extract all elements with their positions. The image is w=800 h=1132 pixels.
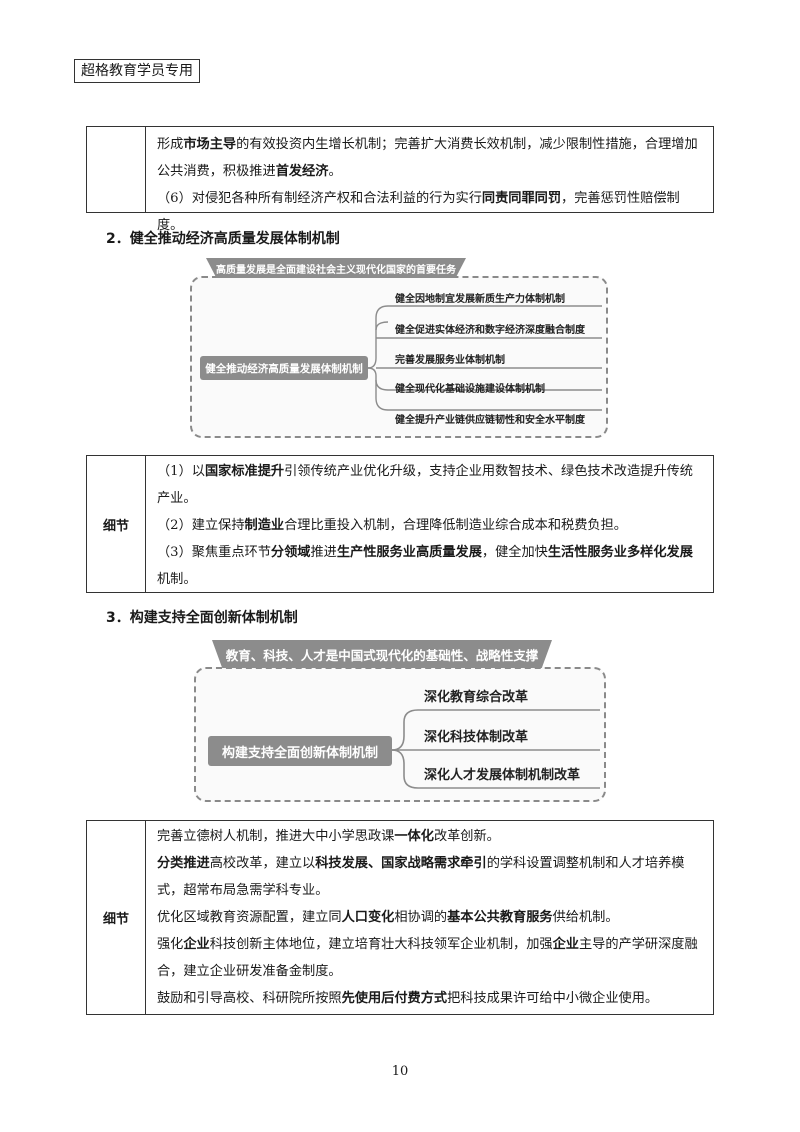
paragraph: 强化企业科技创新主体地位，建立培育壮大科技领军企业机制，加强企业主导的产学研深度… [157, 931, 703, 985]
paragraph: （6）对侵犯各种所有制经济产权和合法利益的行为实行同责同罪同罚，完善惩罚性赔偿制… [157, 185, 703, 239]
paragraph: 优化区域教育资源配置，建立同人口变化相协调的基本公共教育服务供给机制。 [157, 904, 703, 931]
text-run: 改革创新。 [433, 829, 500, 844]
bold-text: 人口变化 [341, 910, 395, 925]
detail-box-1: 形成市场主导的有效投资内生增长机制；完善扩大消费长效机制，减少限制性措施，合理增… [86, 126, 714, 233]
detail-box-2: 细节 （1）以国家标准提升引领传统产业优化升级，支持企业用数智技术、绿色技术改造… [86, 455, 714, 593]
detail-box-3-label: 细节 [87, 821, 146, 1014]
page-number: 10 [391, 1064, 409, 1079]
paragraph: （3）聚焦重点环节分领域推进生产性服务业高质量发展，健全加快生活性服务业多样化发… [157, 539, 703, 593]
bold-text: 生产性服务业高质量发展 [336, 545, 482, 560]
bold-text: 市场主导 [183, 137, 237, 152]
mindmap-2-banner: 教育、科技、人才是中国式现代化的基础性、战略性支撑 [212, 640, 552, 668]
bold-text: 先使用后付费方式 [341, 991, 448, 1006]
text-run: 主导的产学研深度融合，建立企业研发准备金制度。 [157, 937, 698, 979]
text-run: （2）建立保持 [157, 518, 245, 533]
detail-box-3-text: 完善立德树人机制，推进大中小学思政课一体化改革创新。分类推进高校改革，建立以科技… [157, 823, 703, 1012]
text-run: 形成 [157, 137, 184, 152]
bold-text: 同责同罪同罚 [481, 191, 562, 206]
mindmap-2-center: 构建支持全面创新体制机制 [208, 736, 392, 766]
mindmap-2: 教育、科技、人才是中国式现代化的基础性、战略性支撑 构建支持全面创新体制机制 深… [194, 640, 608, 804]
bold-text: 国家标准提升 [204, 464, 285, 479]
detail-box-1-text: 形成市场主导的有效投资内生增长机制；完善扩大消费长效机制，减少限制性措施，合理增… [157, 131, 703, 239]
section-3-title: 3．构建支持全面创新体制机制 [106, 610, 298, 626]
bold-text: 生活性服务业多样化发展 [547, 545, 693, 560]
paragraph: 分类推进高校改革，建立以科技发展、国家战略需求牵引的学科设置调整机制和人才培养模… [157, 850, 703, 904]
mindmap-2-connectors [391, 709, 600, 789]
bold-text: 分领域 [270, 545, 311, 560]
mindmap-1-banner: 高质量发展是全面建设社会主义现代化国家的首要任务 [206, 258, 466, 278]
text-run: ，完善惩罚性赔偿制度。 [157, 191, 680, 233]
text-run: 强化 [157, 937, 184, 952]
detail-box-2-text: （1）以国家标准提升引领传统产业优化升级，支持企业用数智技术、绿色技术改造提升传… [157, 458, 703, 593]
text-run: （3）聚焦重点环节 [157, 545, 271, 560]
paragraph: 鼓励和引导高校、科研院所按照先使用后付费方式把科技成果许可给中小微企业使用。 [157, 985, 703, 1012]
paragraph: 形成市场主导的有效投资内生增长机制；完善扩大消费长效机制，减少限制性措施，合理增… [157, 131, 703, 185]
text-run: 优化区域教育资源配置，建立同 [157, 910, 342, 925]
mindmap-2-branch-1: 深化教育综合改革 [424, 690, 529, 705]
detail-box-2-label: 细节 [87, 456, 146, 592]
mindmap-2-branch-2: 深化科技体制改革 [424, 730, 529, 745]
header-tag: 超格教育学员专用 [74, 59, 200, 83]
text-run: 把科技成果许可给中小微企业使用。 [447, 991, 659, 1006]
text-run: 。 [328, 164, 342, 179]
text-run: 科技创新主体地位，建立培育壮大科技领军企业机制，加强 [209, 937, 553, 952]
mindmap-1-branch-2: 健全促进实体经济和数字经济深度融合制度 [395, 325, 585, 336]
bold-text: 企业 [183, 937, 210, 952]
text-run: 推进 [310, 545, 337, 560]
text-run: ，健全加快 [481, 545, 548, 560]
mindmap-1-branch-3: 完善发展服务业体制机制 [395, 355, 505, 366]
text-run: 的学科设置调整机制和人才培养模式，超常布局急需学科专业。 [157, 856, 685, 898]
text-run: 引领传统产业优化升级，支持企业用数智技术、绿色技术改造提升传统产业。 [157, 464, 693, 506]
paragraph: 完善立德树人机制，推进大中小学思政课一体化改革创新。 [157, 823, 703, 850]
bold-text: 制造业 [244, 518, 285, 533]
bold-text: 科技发展、国家战略需求牵引 [315, 856, 487, 871]
text-run: 鼓励和引导高校、科研院所按照 [157, 991, 342, 1006]
bold-text: 基本公共教育服务 [447, 910, 553, 925]
section-2-title: 2．健全推动经济高质量发展体制机制 [106, 231, 340, 247]
text-run: 合理比重投入机制，合理降低制造业综合成本和税费负担。 [284, 518, 627, 533]
text-run: 机制。 [157, 572, 197, 587]
bold-text: 首发经济 [275, 164, 329, 179]
paragraph: （2）建立保持制造业合理比重投入机制，合理降低制造业综合成本和税费负担。 [157, 512, 703, 539]
mindmap-2-frame [194, 667, 606, 802]
mindmap-2-branch-3: 深化人才发展体制机制改革 [424, 768, 581, 783]
mindmap-1-center: 健全推动经济高质量发展体制机制 [200, 356, 368, 380]
detail-box-1-label [87, 127, 146, 212]
text-run: 高校改革，建立以 [209, 856, 316, 871]
mindmap-1-branch-1: 健全因地制宜发展新质生产力体制机制 [395, 294, 565, 305]
text-run: 的有效投资内生增长机制；完善扩大消费长效机制，减少限制性措施，合理增加公共消费，… [157, 137, 698, 179]
bold-text: 企业 [552, 937, 579, 952]
text-run: 完善立德树人机制，推进大中小学思政课 [157, 829, 395, 844]
text-run: （6）对侵犯各种所有制经济产权和合法利益的行为实行 [157, 191, 482, 206]
text-run: 供给机制。 [552, 910, 619, 925]
text-run: 相协调的 [394, 910, 448, 925]
bold-text: 分类推进 [157, 856, 210, 871]
mindmap-1-branch-5: 健全提升产业链供应链韧性和安全水平制度 [395, 415, 585, 426]
bold-text: 一体化 [394, 829, 434, 844]
detail-box-3: 细节 完善立德树人机制，推进大中小学思政课一体化改革创新。分类推进高校改革，建立… [86, 820, 714, 1015]
mindmap-1-connectors [367, 305, 602, 411]
mindmap-1-branch-4: 健全现代化基础设施建设体制机制 [395, 384, 545, 395]
text-run: （1）以 [157, 464, 205, 479]
mindmap-1: 高质量发展是全面建设社会主义现代化国家的首要任务 健全推动经济高质量发展体制机制… [190, 258, 610, 440]
paragraph: （1）以国家标准提升引领传统产业优化升级，支持企业用数智技术、绿色技术改造提升传… [157, 458, 703, 512]
